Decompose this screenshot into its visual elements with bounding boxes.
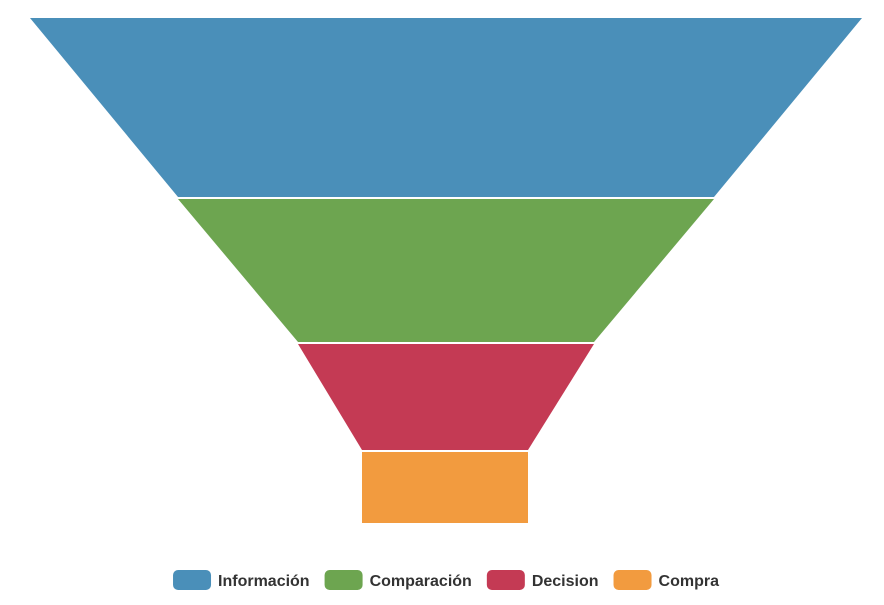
funnel-segment-3[interactable]	[298, 344, 594, 450]
legend-label: Compra	[659, 573, 720, 590]
legend-label: Decision	[532, 573, 599, 590]
legend-swatch	[173, 570, 212, 590]
legend-swatch	[486, 570, 525, 590]
legend-item-1[interactable]: Información	[173, 570, 310, 590]
legend-swatch	[613, 570, 652, 590]
legend-label: Comparación	[370, 573, 472, 590]
funnel-segment-2[interactable]	[178, 199, 714, 342]
legend-item-3[interactable]: Decision	[486, 570, 599, 590]
funnel-segment-1[interactable]	[30, 18, 862, 197]
legend-item-4[interactable]: Compra	[613, 570, 720, 590]
legend-swatch	[324, 570, 363, 590]
funnel-segments	[30, 18, 862, 523]
legend: Información Comparación Decision Compra	[173, 570, 719, 590]
funnel-segment-4[interactable]	[362, 452, 528, 523]
legend-item-2[interactable]: Comparación	[324, 570, 472, 590]
legend-label: Información	[218, 573, 310, 590]
